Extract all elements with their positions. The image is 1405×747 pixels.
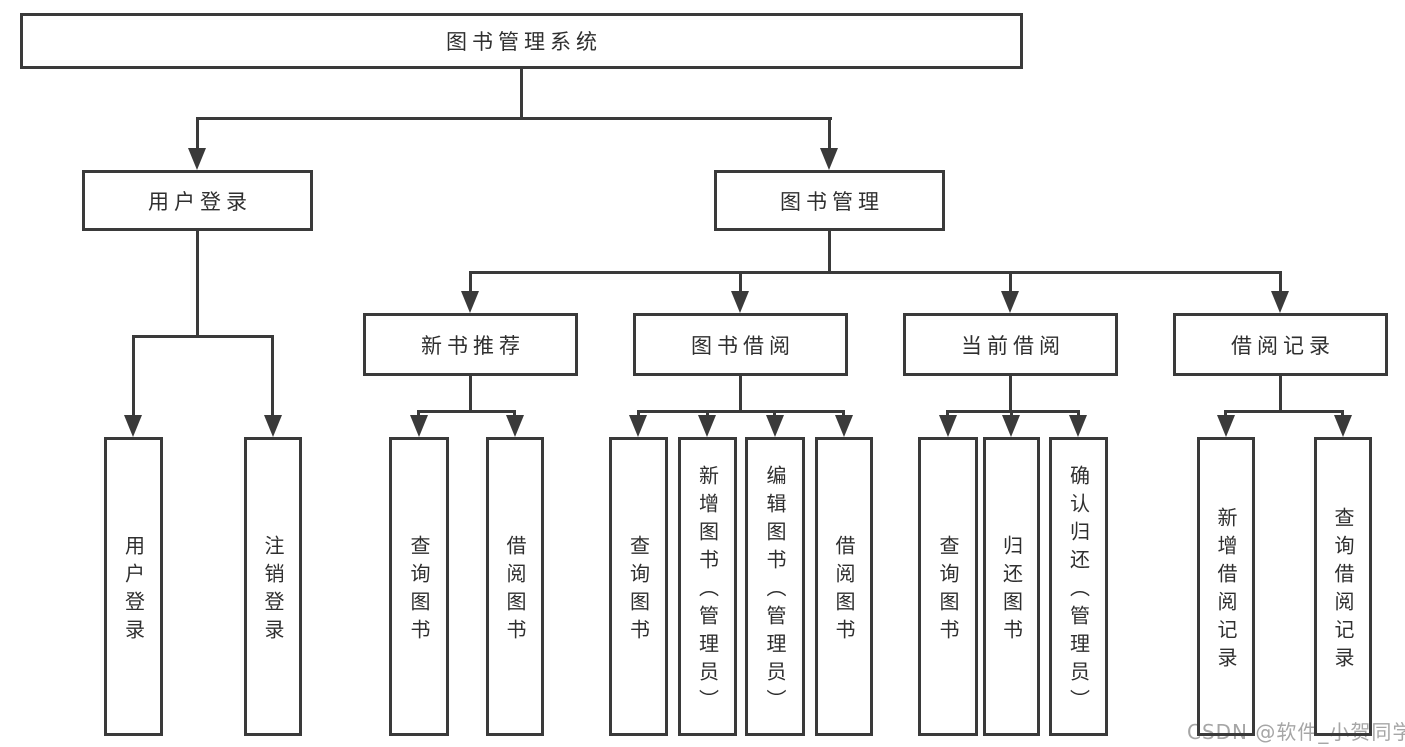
leaf-current-query-label: 查询图书 [936,534,960,647]
connector-leaf-user-login-drop [132,335,135,418]
leaf-record-query: 查询借阅记录 [1314,437,1372,736]
connector-book-borrow-stem [739,376,742,410]
arrowhead-leaf-current-confirm [1069,415,1087,437]
node-root-label: 图书管理系统 [446,30,602,54]
arrowhead-user-login [188,148,206,170]
node-borrow-record: 借阅记录 [1173,313,1388,376]
arrowhead-leaf-record-query [1334,415,1352,437]
arrowhead-leaf-current-return [1002,415,1020,437]
arrowhead-leaf-borrow-add [698,415,716,437]
connector-leaf-drop [842,410,845,418]
connector-leaf-drop [417,410,420,418]
connector-leaf-logout-drop [271,335,274,418]
leaf-user-login-label: 用户登录 [121,534,146,647]
connector-user-login-drop [196,117,199,151]
connector-borrow-record-drop [1279,271,1282,293]
connector-user-login-stem [196,231,199,335]
leaf-borrow-add: 新增图书（管理员） [678,437,737,736]
leaf-borrow-edit: 编辑图书（管理员） [745,437,805,736]
node-current-borrow-label: 当前借阅 [961,333,1065,358]
leaf-current-return: 归还图书 [983,437,1040,736]
connector-leaf-drop [946,410,949,418]
connector-leaf-drop [1341,410,1344,418]
connector-current-borrow-drop [1009,271,1012,293]
arrowhead-leaf-user-login [124,415,142,437]
leaf-newbook-borrow-label: 借阅图书 [503,534,527,647]
node-new-book-label: 新书推荐 [421,333,525,358]
connector-leaf-drop [1077,410,1080,418]
connector-leaf-drop [773,410,776,418]
leaf-logout: 注销登录 [244,437,302,736]
connector-level2-rail [196,117,832,120]
leaf-user-login: 用户登录 [104,437,163,736]
connector-new-book-stem [469,376,472,410]
connector-leaf-drop [706,410,709,418]
arrowhead-new-book [461,291,479,313]
leaf-current-confirm-label: 确认归还（管理员） [1066,464,1091,717]
csdn-watermark: CSDN @软件_小贺同学 [1187,720,1405,744]
arrowhead-leaf-borrow-book [835,415,853,437]
connector-new-book-drop [469,271,472,293]
connector-leaf-drop [1010,410,1013,418]
connector-book-borrow-rail [637,410,845,413]
leaf-record-query-label: 查询借阅记录 [1331,506,1355,675]
arrowhead-leaf-newbook-borrow [506,415,524,437]
node-book-mgmt: 图书管理 [714,170,945,231]
node-user-login-label: 用户登录 [148,189,252,214]
node-book-borrow-label: 图书借阅 [691,333,795,358]
connector-book-mgmt-stem [828,231,831,272]
connector-current-borrow-rail [946,410,1080,413]
leaf-current-return-label: 归还图书 [999,534,1024,647]
leaf-record-add: 新增借阅记录 [1197,437,1255,736]
arrowhead-current-borrow [1001,291,1019,313]
node-root: 图书管理系统 [20,13,1023,69]
leaf-current-query: 查询图书 [918,437,978,736]
connector-borrow-record-stem [1279,376,1282,410]
connector-current-borrow-stem [1009,376,1012,410]
leaf-newbook-query: 查询图书 [389,437,449,736]
leaf-borrow-add-label: 新增图书（管理员） [695,464,720,717]
arrowhead-leaf-borrow-query [629,415,647,437]
connector-book-mgmt-drop [828,117,831,151]
arrowhead-leaf-current-query [939,415,957,437]
arrowhead-leaf-logout [264,415,282,437]
connector-user-login-rail [132,335,273,338]
connector-leaf-drop [513,410,516,418]
connector-borrow-record-rail [1224,410,1344,413]
node-borrow-record-label: 借阅记录 [1231,333,1335,358]
node-book-mgmt-label: 图书管理 [780,189,884,214]
node-user-login: 用户登录 [82,170,313,231]
arrowhead-leaf-record-add [1217,415,1235,437]
leaf-logout-label: 注销登录 [261,534,285,647]
connector-leaf-drop [637,410,640,418]
node-current-borrow: 当前借阅 [903,313,1118,376]
leaf-borrow-book: 借阅图书 [815,437,873,736]
connector-book-borrow-drop [739,271,742,293]
connector-leaf-drop [1224,410,1227,418]
arrowhead-book-borrow [731,291,749,313]
node-new-book: 新书推荐 [363,313,578,376]
leaf-borrow-query: 查询图书 [609,437,668,736]
connector-new-book-rail [417,410,516,413]
arrowhead-borrow-record [1271,291,1289,313]
leaf-record-add-label: 新增借阅记录 [1214,506,1238,675]
connector-level3-rail [469,271,1282,274]
connector-root-stem [520,69,523,117]
leaf-borrow-edit-label: 编辑图书（管理员） [763,464,787,717]
leaf-newbook-borrow: 借阅图书 [486,437,544,736]
leaf-borrow-query-label: 查询图书 [626,534,651,647]
arrowhead-book-mgmt [820,148,838,170]
leaf-current-confirm: 确认归还（管理员） [1049,437,1108,736]
arrowhead-leaf-newbook-query [410,415,428,437]
leaf-newbook-query-label: 查询图书 [407,534,431,647]
leaf-borrow-book-label: 借阅图书 [832,534,856,647]
arrowhead-leaf-borrow-edit [766,415,784,437]
node-book-borrow: 图书借阅 [633,313,848,376]
